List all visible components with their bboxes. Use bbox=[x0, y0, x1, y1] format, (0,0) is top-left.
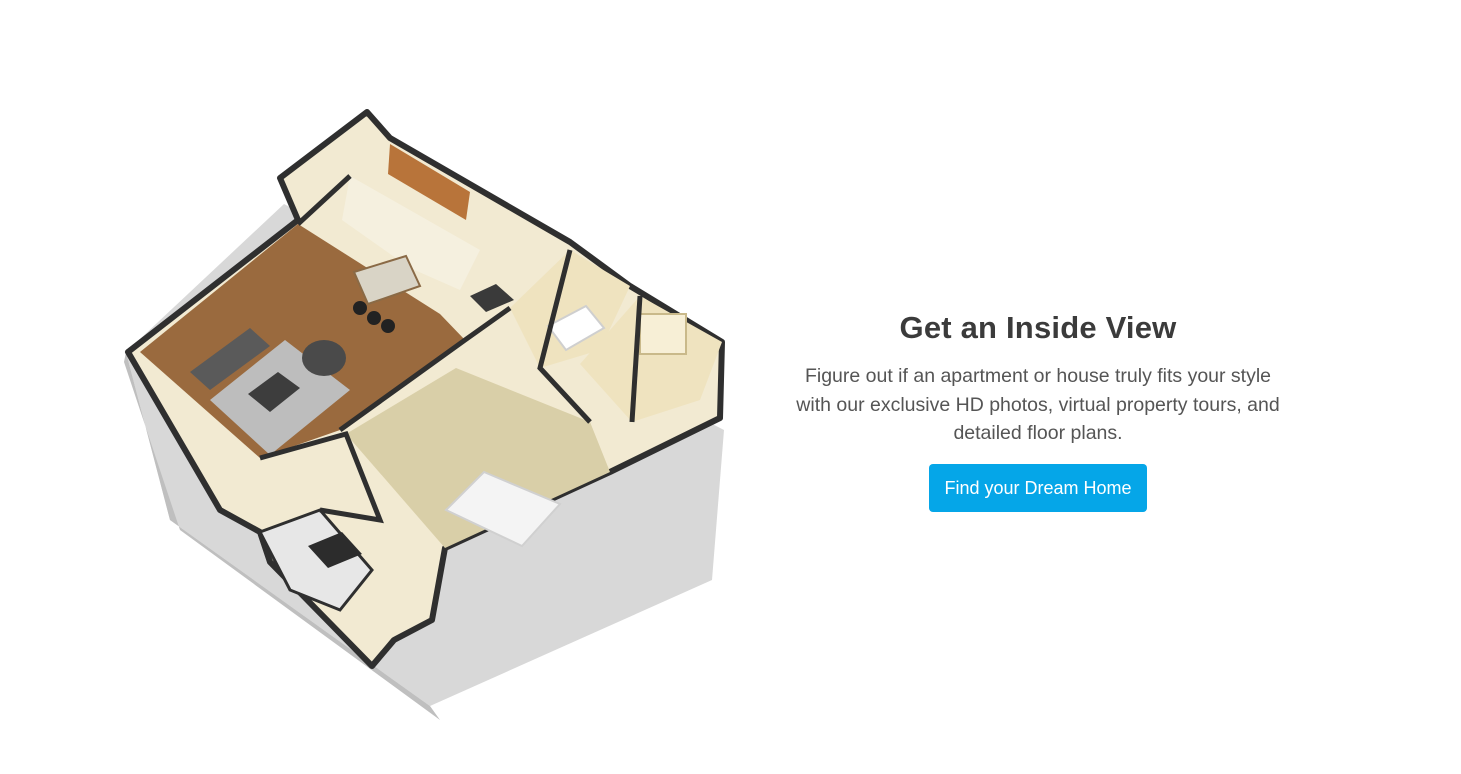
kitchen-cabinets bbox=[388, 144, 470, 220]
interior-wall bbox=[537, 249, 592, 424]
balcony-chair bbox=[308, 532, 362, 568]
stool bbox=[353, 301, 367, 315]
interior-wall bbox=[338, 305, 512, 433]
stool bbox=[381, 319, 395, 333]
floor-plan-illustration bbox=[124, 109, 725, 720]
balcony bbox=[257, 508, 374, 612]
stool bbox=[367, 311, 381, 325]
find-dream-home-button[interactable]: Find your Dream Home bbox=[929, 463, 1147, 512]
bed bbox=[444, 470, 562, 548]
kitchen-floor bbox=[342, 176, 480, 290]
promo-section: Get an Inside View Figure out if an apar… bbox=[768, 306, 1308, 512]
dining-table bbox=[470, 284, 514, 312]
promo-heading: Get an Inside View bbox=[899, 310, 1177, 345]
interior-wall bbox=[629, 295, 643, 423]
coffee-table bbox=[248, 372, 300, 412]
bedroom-floor bbox=[346, 368, 610, 548]
interior-wall bbox=[259, 430, 384, 524]
bathroom-floor bbox=[510, 250, 630, 368]
bathtub bbox=[546, 304, 606, 352]
lounge-chair bbox=[302, 340, 346, 376]
interior-wall bbox=[296, 174, 352, 226]
closet-shelves bbox=[639, 313, 687, 355]
kitchen-island bbox=[352, 254, 422, 306]
promo-description: Figure out if an apartment or house trul… bbox=[796, 365, 1280, 444]
sofa bbox=[190, 328, 270, 390]
